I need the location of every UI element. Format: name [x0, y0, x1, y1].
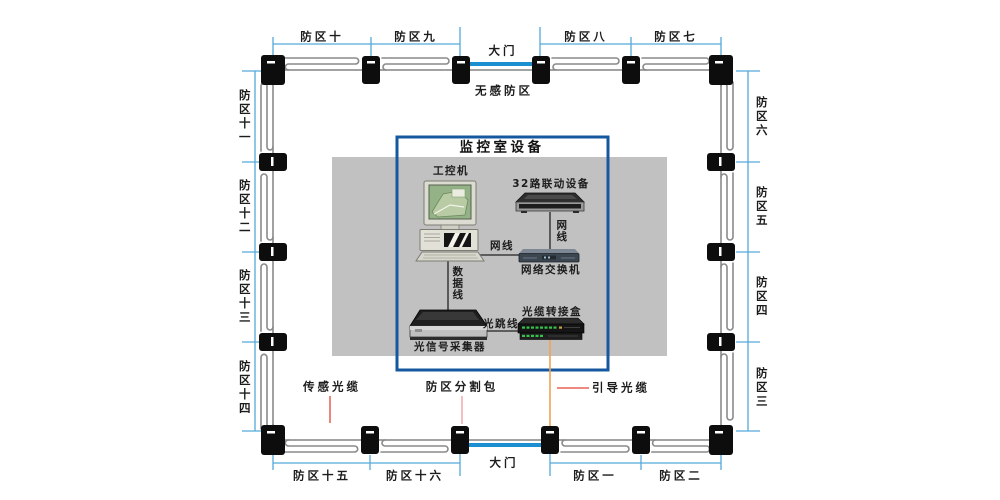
- guide-cable-label: 引导光缆: [592, 380, 650, 395]
- optical-collector-label: 光信号采集器: [414, 340, 486, 353]
- zone-label-bottom-1: 防区一: [573, 468, 617, 483]
- zone-label-left-11: 防区十一: [237, 89, 252, 145]
- zone-label-top-9: 防区九: [394, 29, 438, 44]
- fence-post: [362, 56, 380, 84]
- insensitive-zone-label: 无感防区: [475, 83, 533, 98]
- industrial-pc-label: 工控机: [433, 164, 469, 177]
- control-room-box: [395, 135, 610, 372]
- zone-brackets: [242, 27, 760, 476]
- zone-label-left-13: 防区十三: [237, 269, 252, 325]
- industrial-pc-image: [415, 180, 485, 262]
- fence-post: [532, 56, 550, 84]
- zone-label-top-8: 防区八: [564, 29, 608, 44]
- zone-label-right-5: 防区五: [754, 186, 769, 228]
- fence-post: [261, 425, 285, 455]
- fence-post: [632, 426, 650, 454]
- zone-label-bottom-2: 防区二: [659, 468, 703, 483]
- network-cable-label-v: 网线: [555, 219, 568, 243]
- fence-posts: [259, 55, 735, 455]
- gate-label-bottom: 大门: [489, 455, 519, 470]
- fence-post: [259, 243, 287, 261]
- fence-post: [361, 426, 379, 454]
- zone-label-bottom-16: 防区十六: [386, 468, 444, 483]
- gate-label-top: 大门: [488, 43, 518, 58]
- fiber-junction-box-label: 光缆转接盒: [522, 305, 582, 318]
- fiber-jumper-label: 光跳线: [483, 317, 519, 330]
- zone-label-right-3: 防区三: [754, 367, 769, 409]
- fence-post: [707, 243, 735, 261]
- network-cable-label-h: 网线: [490, 239, 514, 252]
- zone-label-right-6: 防区六: [754, 96, 769, 138]
- fence-post: [261, 55, 285, 85]
- data-cable-label: 数据线: [451, 265, 464, 301]
- network-switch-label: 网络交换机: [521, 263, 581, 276]
- fence-post: [707, 153, 735, 171]
- fence-post: [451, 426, 469, 454]
- zone-label-top-7: 防区七: [654, 29, 698, 44]
- fence-post: [707, 333, 735, 351]
- fiber-junction-box-image: [517, 317, 585, 340]
- fence-post: [259, 333, 287, 351]
- control-room-title: 监控室设备: [459, 139, 545, 156]
- fence-post: [259, 153, 287, 171]
- equipment-panel-background: [332, 157, 667, 356]
- zone-label-top-10: 防区十: [300, 29, 344, 44]
- optical-collector-image: [409, 309, 488, 340]
- zone-label-left-12: 防区十二: [237, 179, 252, 235]
- fence-post: [541, 426, 559, 454]
- fence-post: [709, 425, 733, 455]
- room-connection-lines: [447, 212, 551, 332]
- zone-label-left-14: 防区十四: [237, 360, 252, 416]
- linkage-device-image: [515, 192, 585, 213]
- zone-splitter-label: 防区分割包: [425, 379, 499, 394]
- zone-label-bottom-15: 防区十五: [293, 468, 351, 483]
- linkage-device-label: 32路联动设备: [512, 177, 590, 190]
- fence-post: [452, 56, 470, 84]
- fence-post: [622, 56, 640, 84]
- zone-label-right-4: 防区四: [754, 276, 769, 318]
- fence-post: [709, 55, 733, 85]
- sensing-cable-label: 传感光缆: [303, 379, 361, 394]
- network-switch-image: [518, 249, 580, 263]
